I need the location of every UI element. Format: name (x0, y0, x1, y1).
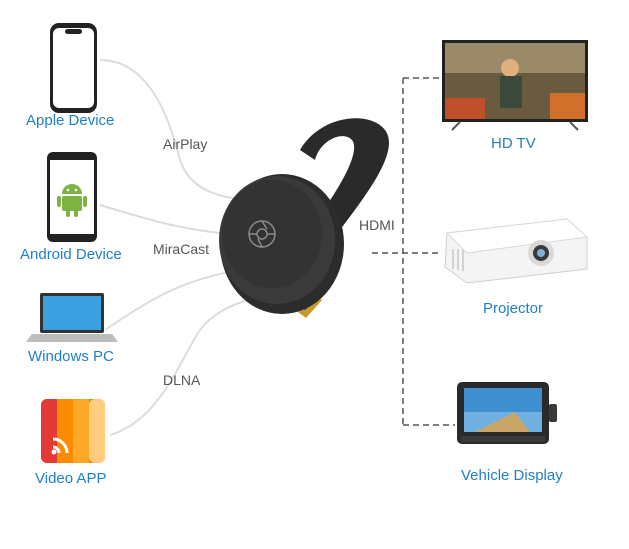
output-label: HD TV (491, 135, 536, 152)
vehicle-display-node: Vehicle Display (455, 378, 605, 488)
output-label: Vehicle Display (461, 467, 563, 484)
hd-tv-node: HD TV (440, 38, 590, 158)
vehicle-monitor-icon (455, 378, 605, 453)
projector-icon (437, 213, 592, 288)
hdmi-label: HDMI (359, 217, 395, 233)
projector-node: Projector (437, 213, 592, 323)
output-label: Projector (483, 300, 543, 317)
tv-icon (440, 38, 590, 133)
